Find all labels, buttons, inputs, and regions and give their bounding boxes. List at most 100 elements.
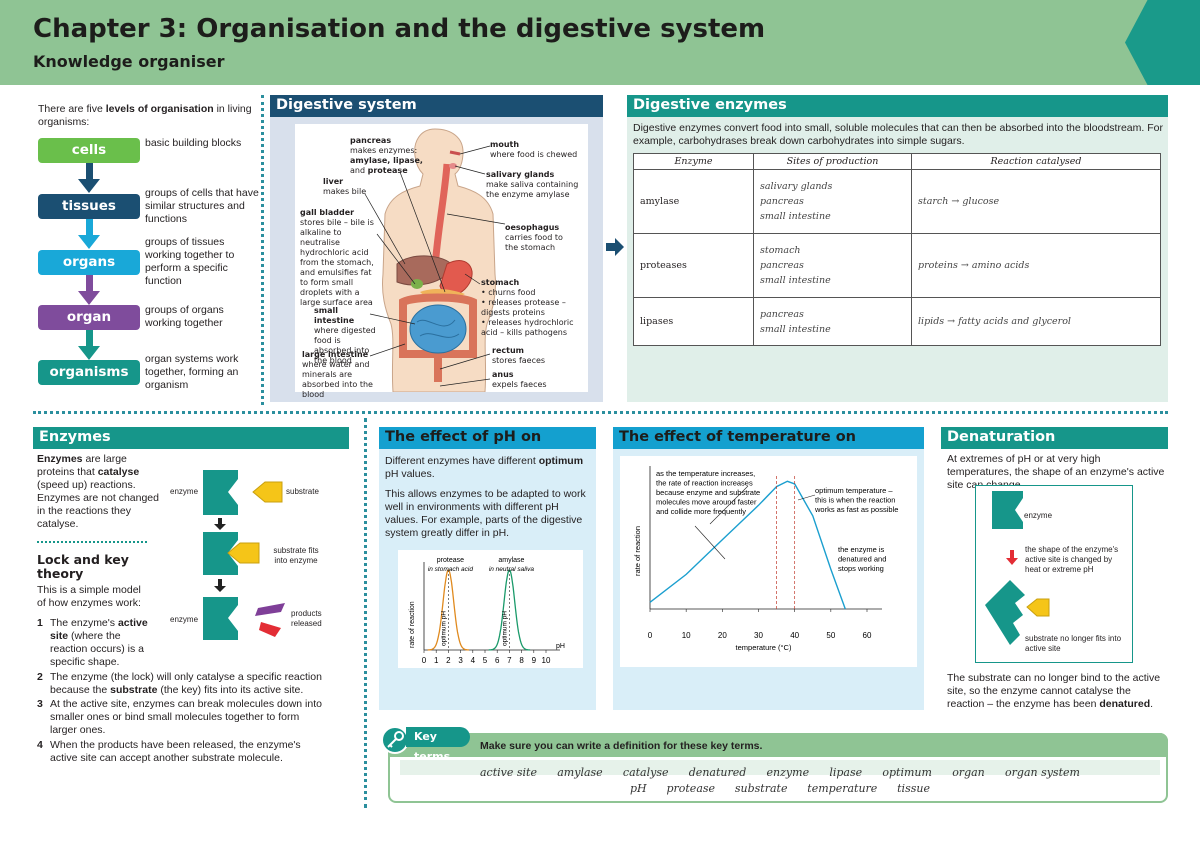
col-header-enzyme: Enzyme [633,153,754,170]
cell-enzyme: amylase [633,169,754,234]
enzymes-intro: Enzymes are large proteins that catalyse… [37,453,159,530]
down-arrow-icon [78,163,100,193]
key-term: tissue [897,782,930,795]
down-arrow-icon [78,330,100,360]
key-terms-row-2: pH protease substrate temperature tissue [630,782,930,795]
key-terms-header-band [388,733,1168,757]
divider [364,418,367,808]
site-item: stomach [760,245,801,256]
series-name: amylase [498,557,524,564]
x-tick-label: 3 [458,656,463,665]
site-item: small intestine [760,211,831,222]
pointer-line [694,525,726,560]
x-tick-label: 40 [790,631,799,640]
x-tick-label: 5 [483,656,488,665]
levels-intro: There are five levels of organisation in… [38,103,252,128]
key-term: protease [666,782,716,795]
label-enzyme-2: enzyme [170,615,199,624]
level-1-box: cells [38,138,140,163]
pointer-line [709,485,749,525]
site-item: small intestine [760,275,831,286]
level-1-desc: basic building blocks [145,137,242,149]
lock-and-key-diagram [203,470,285,640]
site-item: salivary glands [760,181,833,192]
down-arrow-icon [78,275,100,305]
label-enzyme: enzyme [170,487,199,496]
site-item: pancreas [760,260,804,271]
level-4-desc: groups of organs working together [145,304,224,329]
x-tick-label: 50 [826,631,835,640]
label-products-released: products released [291,609,322,628]
divider [37,541,147,543]
key-term: pH [630,782,647,795]
cell-reaction: starch → glucose [911,169,1161,234]
divider [261,95,264,405]
label-denat-change: the shape of the enzyme's active site is… [1025,545,1119,574]
level-5-desc: organ systems work together, forming an … [145,352,239,391]
pointer-line [797,494,816,501]
ph-chart-bg [398,550,583,668]
label-substrate: substrate [286,487,319,496]
right-arrow-icon [606,238,624,256]
cell-reaction: lipids → fatty acids and glycerol [911,297,1161,346]
x-tick-label: 0 [422,656,427,665]
temperature-chart-bg [620,456,917,667]
temperature-title: The effect of temperature on enzymes [613,427,924,461]
key-term: organ system [1005,766,1080,779]
denaturation-title: Denaturation [941,427,1168,449]
page-subtitle: Knowledge organiser [33,52,225,71]
optimum-label: optimum pH [501,611,508,646]
key-term: substrate [734,782,788,795]
x-tick-label: 20 [718,631,727,640]
x-tick-label: 9 [532,656,537,665]
cell-enzyme: lipases [633,297,754,346]
level-3-desc: groups of tissues working together to pe… [145,236,235,287]
x-axis-label: pH [556,643,565,650]
denaturation-text-2: The substrate can no longer bind to the … [947,672,1161,710]
key-term: denatured [688,766,747,779]
x-tick-label: 6 [495,656,500,665]
key-terms-instruction: Make sure you can write a definition for… [480,740,763,752]
series-sub: in neutral saliva [489,566,535,573]
optimum-label: optimum pH [440,611,447,646]
key-terms-row-bg [400,760,1160,775]
site-item: pancreas [760,196,804,207]
x-tick-label: 7 [507,656,512,665]
key-term: temperature [807,782,878,795]
ph-text-2: This allows enzymes to be adapted to wor… [385,488,586,539]
annotation-optimum: optimum temperature –this is when the re… [814,486,898,514]
cell-reaction: proteins → amino acids [911,233,1161,298]
y-axis-label: rate of reaction [409,601,416,648]
x-tick-label: 2 [446,656,451,665]
denaturation-diagram [985,491,1050,645]
level-3-box: organs [38,250,140,275]
annotation-increase: as the temperature increases,the rate of… [656,469,760,516]
x-axis-label: temperature (°C) [736,643,792,652]
down-arrow-icon [78,219,100,249]
col-header-sites: Sites of production [753,153,912,170]
level-2-desc: groups of cells that have similar struct… [145,186,259,225]
denaturation-text-1: At extremes of pH or at very high temper… [947,453,1165,491]
key-term: active site [480,766,537,779]
label-denat-nolonger: substrate no longer fits into active sit… [1025,634,1122,653]
x-tick-label: 4 [471,656,476,665]
lock-key-title: Lock and key theory [37,552,129,581]
ph-text-1: Different enzymes have different optimum… [385,455,584,480]
x-tick-label: 30 [754,631,763,640]
level-arrows [78,163,100,360]
x-tick-label: 60 [863,631,872,640]
series-line [649,480,846,610]
y-axis-label: rate of reaction [633,526,642,576]
key-term: enzyme [766,766,810,779]
cell-sites: salivary glands pancreas small intestine [753,169,912,234]
